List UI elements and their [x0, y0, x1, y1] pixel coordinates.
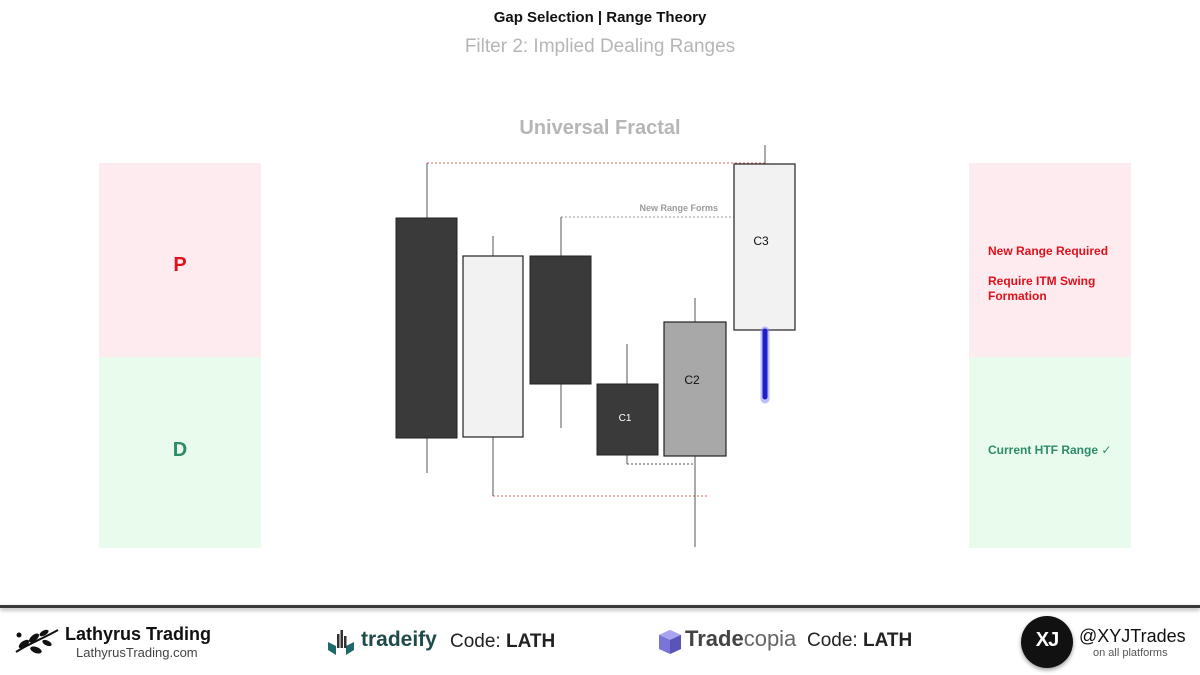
discount-letter: D	[172, 439, 188, 461]
social-handle-block[interactable]: XJ @XYJTrades on all platforms	[1021, 616, 1191, 668]
left-premium-zone: P	[99, 163, 261, 357]
tradeify-logo-icon	[328, 630, 354, 655]
avatar: XJ	[1021, 616, 1073, 668]
tradecopia-code: Code: LATH	[807, 630, 912, 652]
new-range-forms-label: New Range Forms	[639, 203, 718, 213]
candle-1-body	[395, 217, 458, 439]
candle-2-body	[462, 255, 524, 438]
c1-label: C1	[619, 413, 632, 424]
c2-label: C2	[684, 373, 700, 387]
leaf-logo-icon	[15, 629, 59, 654]
social-note: on all platforms	[1093, 647, 1168, 659]
footer-separator	[0, 605, 1200, 608]
brand-name: Lathyrus Trading	[65, 624, 212, 644]
right-discount-zone	[969, 357, 1131, 548]
c1-body	[596, 383, 659, 456]
c3-label: C3	[753, 234, 769, 248]
premium-letter: P	[173, 254, 187, 276]
note-current-htf-range: Current HTF Range ✓	[988, 443, 1112, 457]
tradecopia-logo-light: copia	[743, 626, 797, 651]
tradecopia-logo-icon	[659, 630, 681, 654]
tradeify-logo-text: tradeify	[361, 628, 437, 651]
left-discount-zone: D	[99, 357, 261, 548]
note-require-itm-swing: Require ITM Swing Formation	[988, 274, 1096, 303]
tradecopia-logo-bold: Trade	[685, 626, 744, 651]
tradeify-code-label: Code:	[450, 631, 501, 652]
avatar-text: XJ	[1035, 629, 1059, 651]
social-handle: @XYJTrades	[1079, 626, 1186, 646]
candle-3-body	[529, 255, 592, 385]
tradecopia-code-value: LATH	[862, 630, 913, 651]
tradecopia-code-label: Code:	[807, 630, 858, 651]
note-new-range-required: New Range Required	[988, 244, 1109, 258]
c2-body	[663, 321, 727, 457]
footer-brand[interactable]: Lathyrus Trading LathyrusTrading.com	[14, 622, 244, 664]
right-premium-zone	[969, 163, 1131, 357]
tradeify-code-value: LATH	[505, 631, 556, 652]
tradecopia-logo-text: Tradecopia	[685, 626, 796, 652]
page-subtitle: Filter 2: Implied Dealing Ranges	[464, 36, 736, 57]
page-title: Gap Selection | Range Theory	[493, 9, 707, 26]
tradeify-promo[interactable]: tradeify Code: LATH	[326, 626, 566, 658]
tradecopia-promo[interactable]: Tradecopia Code: LATH	[658, 626, 918, 658]
brand-url[interactable]: LathyrusTrading.com	[76, 645, 198, 660]
tradeify-code: Code: LATH	[450, 631, 555, 653]
diagram-title: Universal Fractal	[519, 117, 681, 139]
c3-body	[733, 163, 796, 331]
